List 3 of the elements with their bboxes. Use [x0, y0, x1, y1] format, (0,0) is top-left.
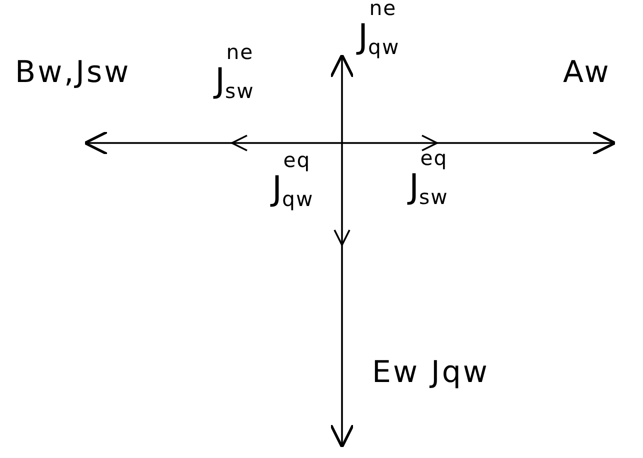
pool-label: Aw [563, 56, 611, 89]
pool-label: Bw,Jsw [15, 56, 131, 89]
pool-label: Ew Jqw [372, 356, 490, 389]
